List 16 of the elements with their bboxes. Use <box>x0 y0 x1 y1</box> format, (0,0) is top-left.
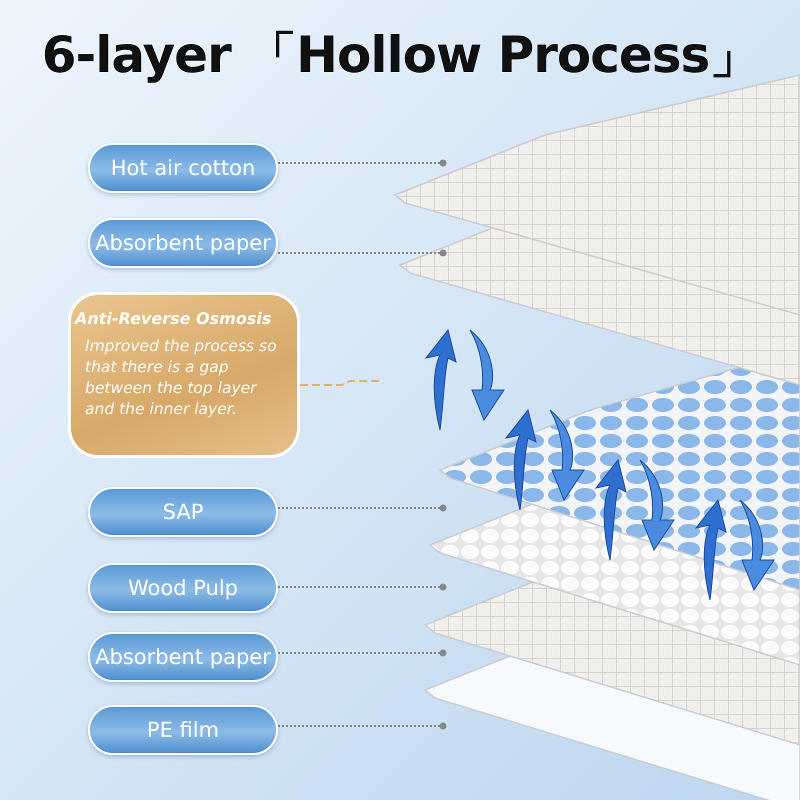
layer-label: SAP <box>88 487 278 537</box>
title: 6-layer 「Hollow Process」 <box>40 25 760 86</box>
layer-label: Absorbent paper <box>88 218 278 268</box>
callout-card <box>68 292 300 458</box>
leader-line <box>278 650 446 656</box>
leader-line <box>278 250 446 256</box>
leader-line <box>278 584 446 590</box>
callout-heading: Anti-Reverse Osmosis <box>75 309 272 328</box>
leader-line <box>278 160 446 166</box>
layer-label: Absorbent paper <box>88 632 278 682</box>
layer-label: Wood Pulp <box>88 563 278 613</box>
leader-line <box>278 722 446 730</box>
callout-text: Improved the process so that there is a gap between the top layer and the inner layer. <box>85 336 278 420</box>
leader-line <box>278 504 446 512</box>
layer-label: PE film <box>88 705 278 755</box>
layer-label: Hot air cotton <box>88 143 278 193</box>
